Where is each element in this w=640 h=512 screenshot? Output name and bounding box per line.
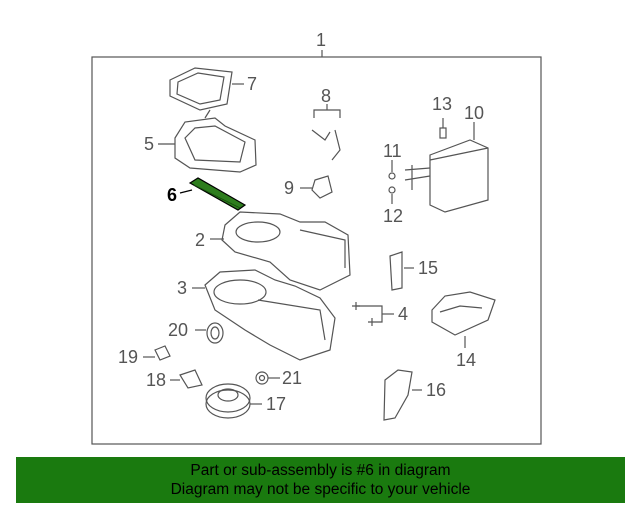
part-7-gasket: [169, 67, 244, 111]
callout-21: 21: [282, 368, 302, 388]
part-10-evaporator: [404, 122, 489, 213]
part-11-12-13-fittings: [388, 118, 447, 204]
part-8-bracket: [311, 104, 341, 161]
callout-1: 1: [316, 30, 326, 50]
callout-2: 2: [195, 230, 205, 250]
callout-19: 19: [118, 347, 138, 367]
part-5-filter-housing: [158, 109, 257, 173]
callout-12: 12: [383, 206, 403, 226]
part-6-cabin-filter: [179, 177, 247, 211]
part-16-duct: [383, 369, 422, 421]
diagram-frame: [91, 56, 542, 445]
callout-15: 15: [418, 258, 438, 278]
part-20-seal: [195, 322, 224, 344]
part-21-nut: [255, 371, 280, 385]
callout-4: 4: [398, 304, 408, 324]
callout-9: 9: [284, 178, 294, 198]
part-15-panel: [389, 251, 414, 291]
part-17-blower-motor: [205, 383, 262, 419]
callout-8: 8: [321, 86, 331, 106]
parts-diagram: 1 2 3 4 5 6 7 8 9 10 11 12 13 14 15 16 1…: [91, 30, 542, 445]
callout-6: 6: [167, 185, 177, 205]
callout-7: 7: [247, 74, 257, 94]
callout-11: 11: [383, 141, 402, 161]
callout-10: 10: [464, 103, 484, 123]
part-3-lower-case: [192, 269, 336, 361]
part-9-clip: [300, 175, 333, 199]
callout-14: 14: [456, 350, 476, 370]
banner-line-1: Part or sub-assembly is #6 in diagram: [190, 462, 451, 479]
banner-line-2: Diagram may not be specific to your vehi…: [170, 481, 471, 498]
part-18-clip: [170, 369, 203, 389]
info-banner: Part or sub-assembly is #6 in diagram Di…: [16, 457, 625, 503]
part-4-screws: [352, 302, 394, 326]
callout-3: 3: [177, 278, 187, 298]
callout-17: 17: [266, 394, 286, 414]
callout-18: 18: [146, 370, 166, 390]
callout-13: 13: [432, 94, 452, 114]
part-2-upper-case: [210, 211, 351, 291]
callout-16: 16: [426, 380, 446, 400]
callout-20: 20: [168, 320, 188, 340]
part-19-connector: [143, 345, 171, 361]
part-14-bracket: [431, 291, 496, 348]
callout-5: 5: [144, 134, 154, 154]
